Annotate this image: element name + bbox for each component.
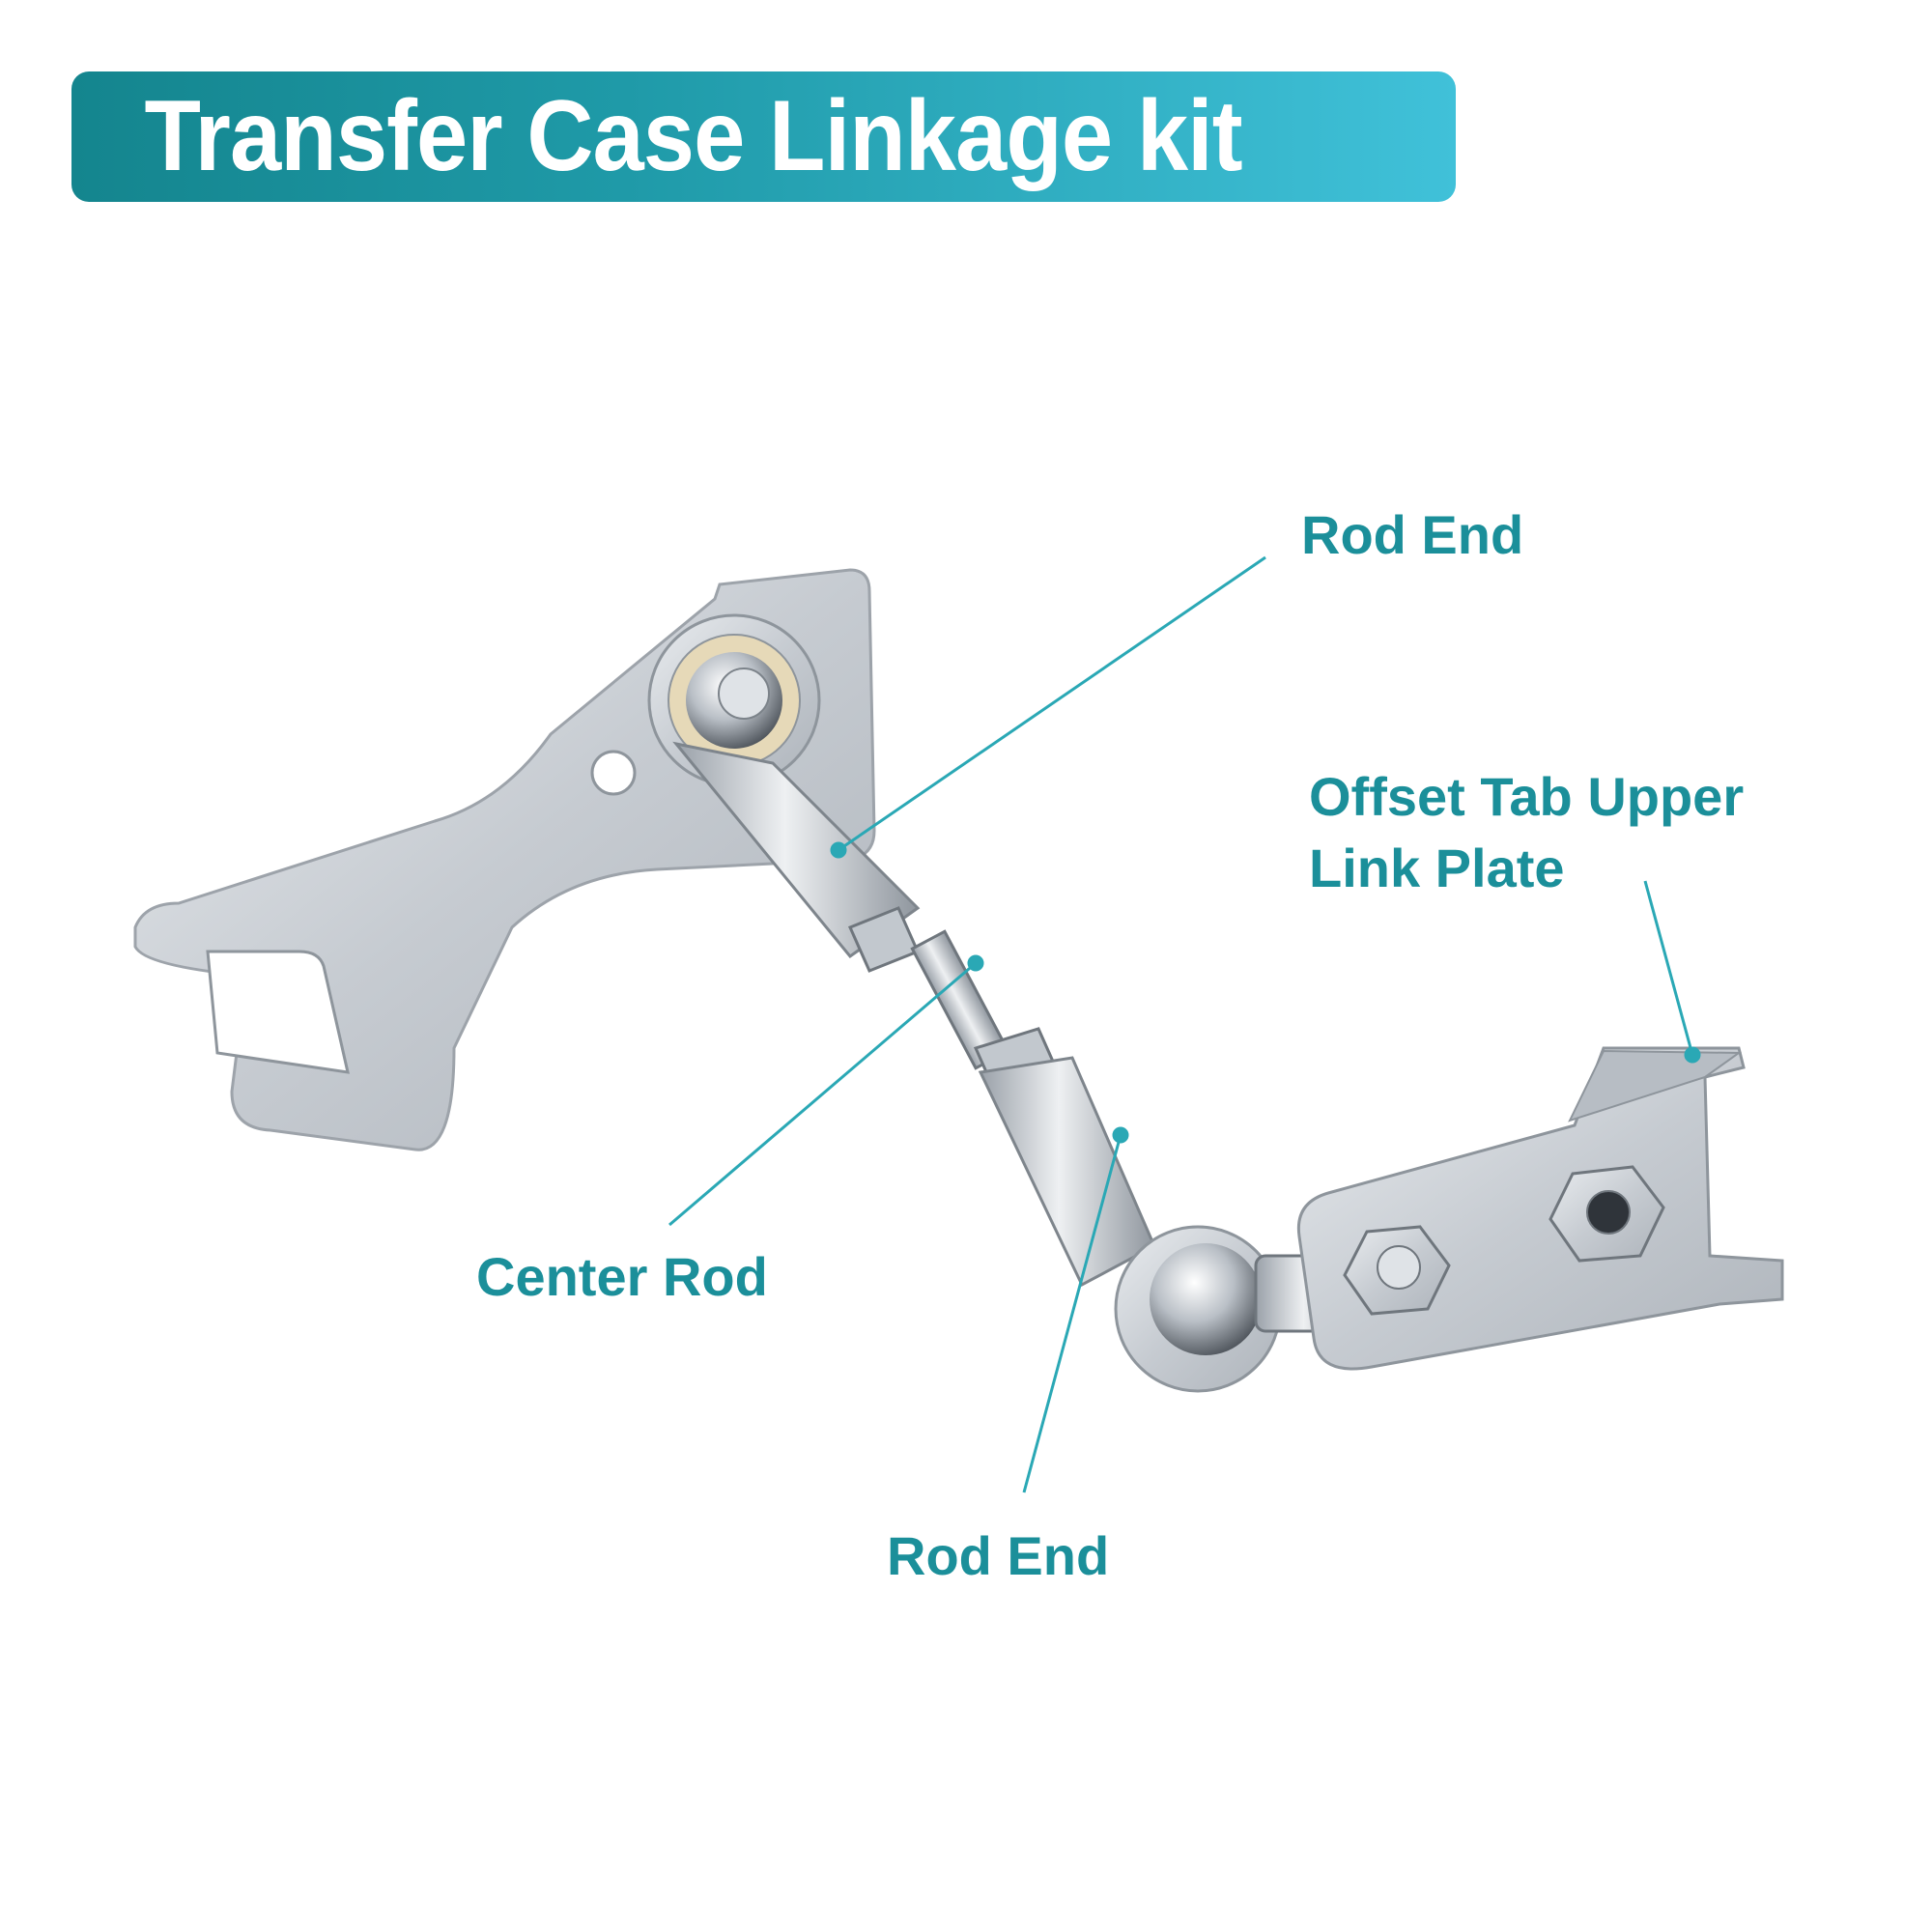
callout-offset-tab-line2: Link Plate [1309, 838, 1565, 898]
rod-end-upper [647, 613, 921, 973]
callout-rod-end-bottom: Rod End [887, 1525, 1110, 1586]
callout-center-rod: Center Rod [476, 1246, 768, 1307]
offset-tab-plate [1296, 1046, 1784, 1371]
title-banner: Transfer Case Linkage kit [71, 71, 1456, 202]
lock-nut-right [1548, 1165, 1665, 1263]
leader-rod-end-top [838, 555, 1266, 852]
leader-lines [668, 555, 1701, 1493]
callout-offset-tab: Offset Tab Upper Link Plate [1309, 761, 1744, 904]
page-title: Transfer Case Linkage kit [144, 80, 1242, 192]
leader-center-rod [668, 961, 977, 1227]
leader-offset-tab [1643, 880, 1694, 1056]
callout-rod-end-top: Rod End [1301, 504, 1524, 565]
lock-nut-left [1343, 1225, 1451, 1316]
callout-offset-tab-line1: Offset Tab Upper [1309, 766, 1745, 827]
leader-rod-end-bottom [1022, 1134, 1122, 1493]
